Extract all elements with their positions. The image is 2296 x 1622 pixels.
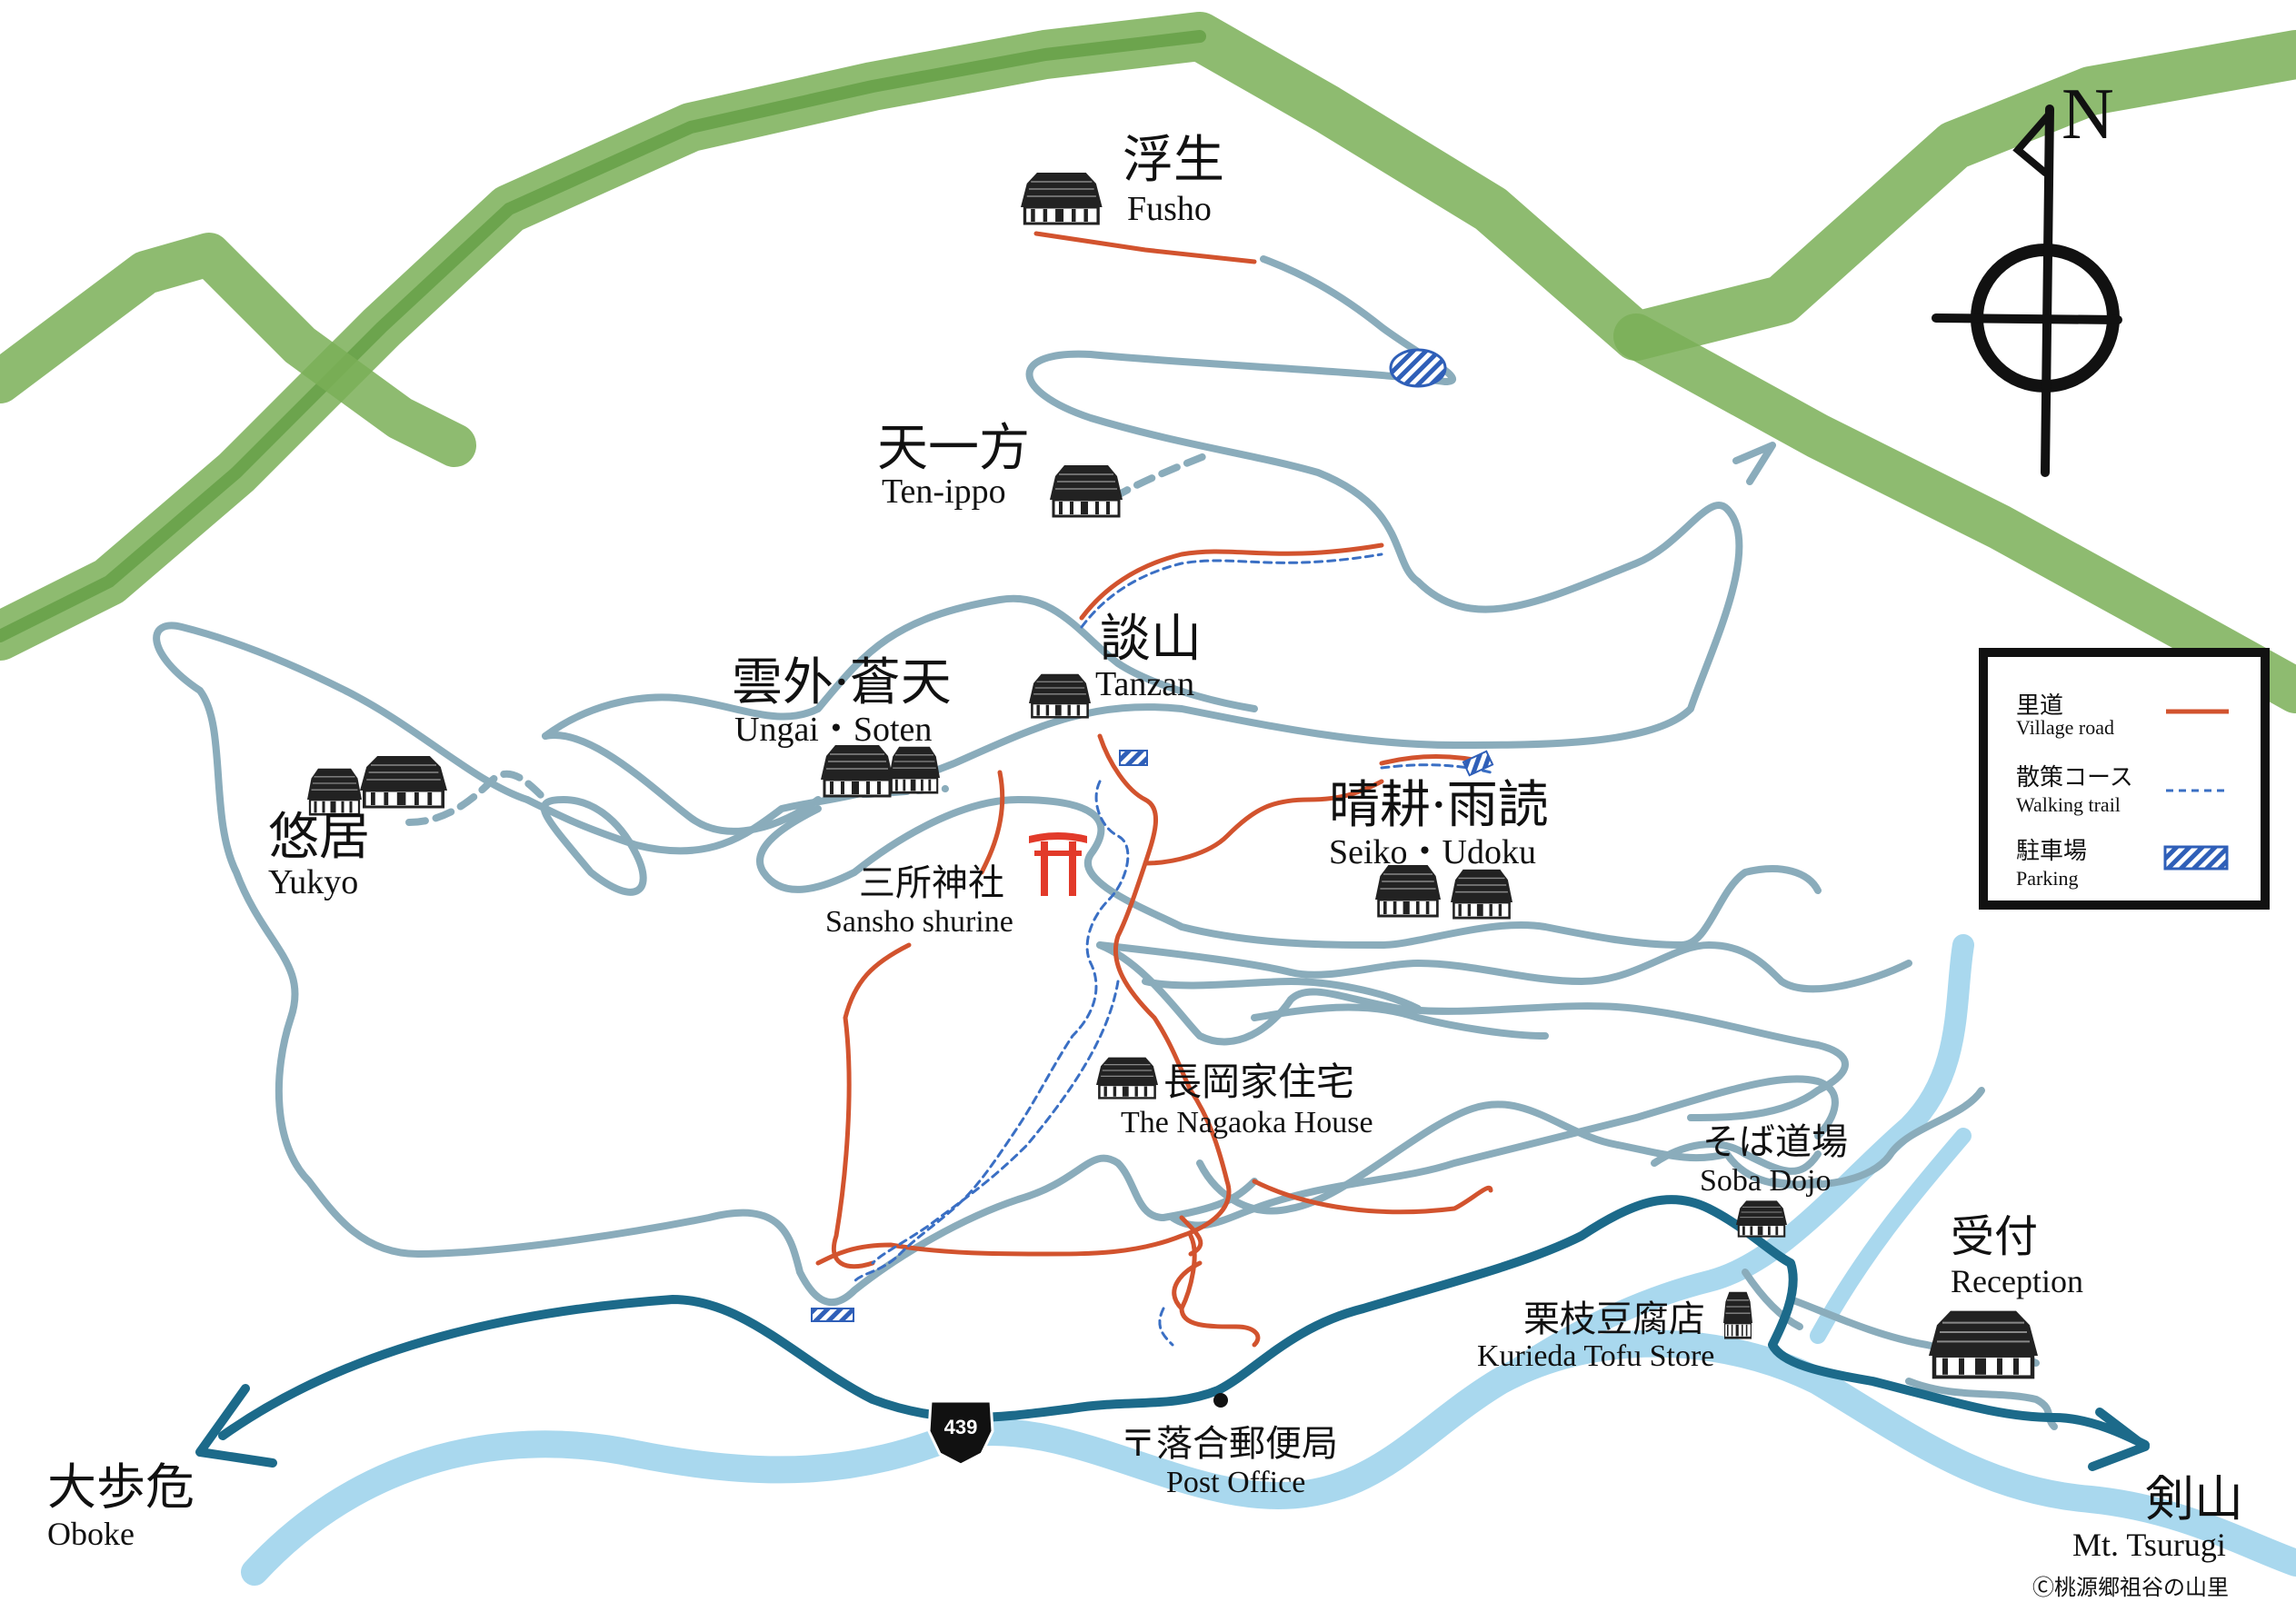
house-icon bbox=[1929, 1311, 2038, 1378]
house-icon bbox=[1019, 171, 1104, 225]
yukyo-label-en: Yukyo bbox=[268, 863, 358, 901]
house-icon bbox=[1449, 868, 1514, 920]
parking-icon bbox=[1389, 348, 1447, 388]
tsurugi-label-en: Mt. Tsurugi bbox=[2072, 1527, 2226, 1563]
house-icon bbox=[1027, 672, 1093, 719]
tenippo-label-en: Ten-ippo bbox=[882, 473, 1006, 511]
post-office-label-en: Post Office bbox=[1166, 1466, 1305, 1499]
house-icon bbox=[1373, 863, 1442, 918]
house-icon bbox=[1722, 1290, 1754, 1339]
walking-trails bbox=[853, 552, 1492, 1347]
legend-walking-trail-jp: 散策コース bbox=[2016, 764, 2133, 791]
ungai-soten-label-jp: 雲外·蒼天 bbox=[732, 653, 952, 712]
legend-parking-jp: 駐車場 bbox=[2016, 838, 2087, 865]
local-road-arrow bbox=[1732, 442, 1776, 485]
legend-walking-trail-en: Walking trail bbox=[2016, 793, 2121, 816]
legend-village-road-jp: 里道 bbox=[2016, 692, 2063, 720]
soba-label-en: Soba Dojo bbox=[1700, 1164, 1832, 1198]
parking-icon bbox=[1462, 750, 1494, 777]
tanzan-label-en: Tanzan bbox=[1095, 665, 1194, 703]
oboke-label-jp: 大歩危 bbox=[47, 1458, 195, 1516]
oboke-label-en: Oboke bbox=[47, 1516, 135, 1552]
ungai-soten-label-en: Ungai・Soten bbox=[734, 711, 932, 749]
legend-village-road-en: Village road bbox=[2016, 716, 2114, 739]
route-number: 439 bbox=[944, 1416, 978, 1438]
legend-parking-swatch bbox=[2163, 845, 2229, 871]
house-icon bbox=[358, 754, 449, 809]
kurieda-label-en: Kurieda Tofu Store bbox=[1477, 1339, 1714, 1373]
village-roads bbox=[815, 231, 1493, 1348]
torii-icon bbox=[1029, 832, 1087, 896]
legend: 里道 Village road 散策コース Walking trail 駐車場 … bbox=[1979, 648, 2270, 910]
parking-icon bbox=[811, 1308, 854, 1322]
house-icon bbox=[1734, 1199, 1789, 1238]
soba-label-jp: そば道場 bbox=[1702, 1121, 1848, 1163]
legend-parking-en: Parking bbox=[2016, 867, 2078, 890]
reception-label-en: Reception bbox=[1951, 1263, 2083, 1299]
compass-icon bbox=[1932, 104, 2122, 477]
parking-icon bbox=[1119, 750, 1148, 766]
house-icon bbox=[1094, 1056, 1160, 1100]
route-439-shield: 439 bbox=[927, 1399, 994, 1467]
rivers bbox=[241, 934, 2296, 1586]
sansho-label-jp: 三所神社 bbox=[859, 862, 1004, 904]
tanzan-label-jp: 談山 bbox=[1100, 610, 1202, 669]
highway-arrows bbox=[195, 1384, 2150, 1471]
house-icon bbox=[819, 743, 895, 798]
fusho-label-en: Fusho bbox=[1127, 190, 1212, 228]
house-icon bbox=[887, 745, 942, 794]
sansho-label-en: Sansho shurine bbox=[825, 905, 1013, 939]
highway-439 bbox=[218, 1195, 2150, 1449]
fusho-label-jp: 浮生 bbox=[1123, 131, 1224, 190]
post-office-marker bbox=[1213, 1393, 1228, 1408]
nagaoka-label-jp: 長岡家住宅 bbox=[1163, 1060, 1354, 1104]
reception-label-jp: 受付 bbox=[1951, 1211, 2038, 1262]
seiko-udoku-label-jp: 晴耕·雨読 bbox=[1329, 776, 1549, 835]
house-icon bbox=[1048, 463, 1124, 518]
seiko-udoku-label-en: Seiko・Udoku bbox=[1329, 833, 1536, 871]
post-office-label-jp: 〒落合郵便局 bbox=[1120, 1423, 1338, 1465]
nagaoka-label-en: The Nagaoka House bbox=[1121, 1106, 1373, 1139]
compass-north-label: N bbox=[2061, 75, 2114, 154]
place-labels: 浮生 Fusho 天一方 Ten-ippo 談山 Tanzan 雲外·蒼天 Un… bbox=[47, 131, 2243, 1563]
tenippo-label-jp: 天一方 bbox=[877, 419, 1030, 478]
kurieda-label-jp: 栗枝豆腐店 bbox=[1523, 1299, 1705, 1340]
copyright-text: Ⓒ桃源郷祖谷の山里 bbox=[2032, 1575, 2229, 1600]
yukyo-label-jp: 悠居 bbox=[268, 808, 370, 867]
tsurugi-label-jp: 剣山 bbox=[2145, 1470, 2243, 1527]
parking-markers bbox=[811, 348, 1494, 1322]
